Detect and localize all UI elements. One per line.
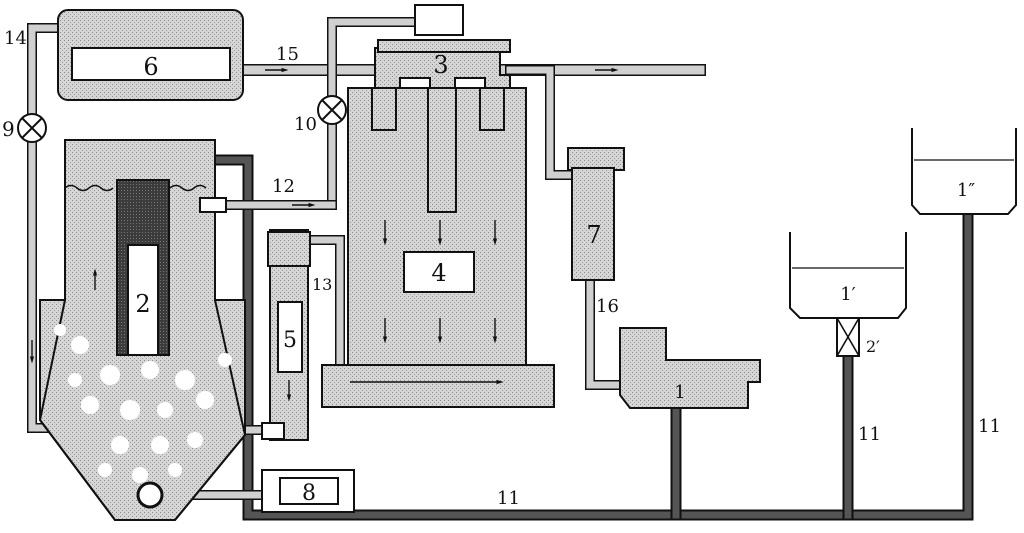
label-5: 5 [283,328,297,353]
label-7: 7 [586,221,601,249]
label-1: 1 [674,382,685,403]
unit-5-column [261,229,311,441]
label-10: 10 [294,114,317,135]
bubbles [54,324,232,483]
label-13: 13 [312,275,332,294]
unit-1-basin [619,327,761,409]
unit-8 [261,469,355,513]
unit-1-prime-vessel [789,232,907,357]
label-4: 4 [431,259,446,287]
unit-4-tank [321,87,555,408]
unit-7 [567,147,625,281]
label-11-a: 11 [497,488,520,509]
unit-6-tank [57,9,244,101]
label-2: 2 [135,290,150,318]
label-11-b: 11 [858,424,881,445]
label-12: 12 [272,176,295,197]
return-line-11 [137,154,974,521]
label-11-c: 11 [978,416,1001,437]
labels: 6 2 3 4 5 7 8 1 1′ 1″ 2′ 9 10 11 11 11 1… [2,28,1001,509]
unit-1-double-prime-vessel [911,128,1017,215]
label-1-prime: 1′ [840,284,856,305]
label-16: 16 [596,296,619,317]
valve-10 [317,95,347,125]
flow-arrows [29,67,619,402]
label-15: 15 [276,44,299,65]
label-14: 14 [4,28,27,49]
label-9: 9 [2,117,15,141]
reactor-vessel [38,139,247,521]
valve-9 [17,113,47,143]
label-3: 3 [433,51,448,79]
label-1-double-prime: 1″ [957,180,975,201]
label-2-prime: 2′ [866,337,880,356]
label-8: 8 [302,481,316,506]
label-6: 6 [143,53,158,81]
